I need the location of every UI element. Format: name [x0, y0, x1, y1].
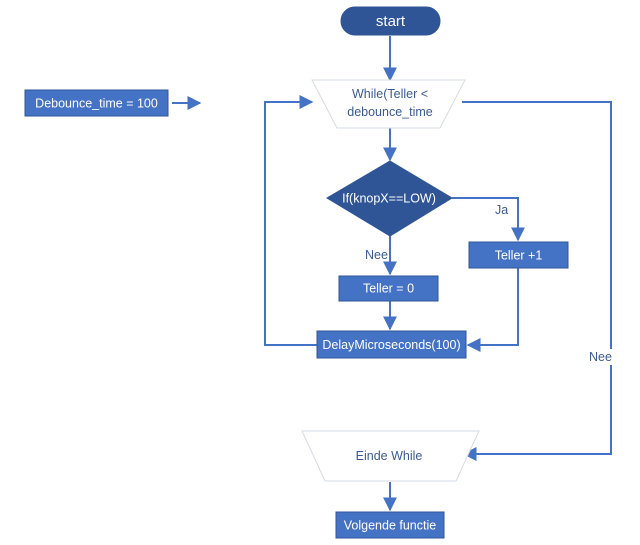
edge-loop-back — [264, 95, 317, 346]
node-delay-label: DelayMicroseconds(100) — [322, 338, 460, 352]
node-teller-reset-label: Teller = 0 — [363, 282, 414, 296]
node-start: start — [340, 6, 441, 36]
node-while-label-line2: debounce_time — [347, 105, 433, 119]
edge-inc-to-delay — [466, 268, 519, 352]
node-init: Debounce_time = 100 — [24, 89, 169, 117]
edge-label-exit-bg — [588, 349, 618, 365]
node-end-while: Einde While — [301, 430, 480, 482]
node-teller-reset: Teller = 0 — [338, 275, 439, 302]
node-next-label: Volgende functie — [344, 519, 436, 533]
node-teller-inc: Teller +1 — [468, 241, 569, 269]
node-teller-inc-label: Teller +1 — [495, 249, 543, 263]
edge-label-no: Nee — [365, 248, 388, 262]
node-if-label: If(knopX==LOW) — [342, 192, 436, 206]
node-init-label: Debounce_time = 100 — [35, 97, 158, 111]
node-while-label-line1: While(Teller < — [352, 87, 428, 101]
edge-label-exit: Nee — [589, 350, 612, 364]
edge-if-yes — [452, 197, 525, 242]
node-while: While(Teller < debounce_time — [311, 79, 466, 129]
node-next: Volgende functie — [335, 511, 445, 539]
edge-label-yes: Ja — [495, 203, 508, 217]
edge-while-exit — [462, 101, 612, 461]
node-end-while-label: Einde While — [356, 449, 423, 463]
node-delay: DelayMicroseconds(100) — [316, 330, 467, 359]
node-if: If(knopX==LOW) — [326, 160, 453, 237]
connectors — [172, 36, 612, 512]
node-start-label: start — [376, 13, 406, 30]
